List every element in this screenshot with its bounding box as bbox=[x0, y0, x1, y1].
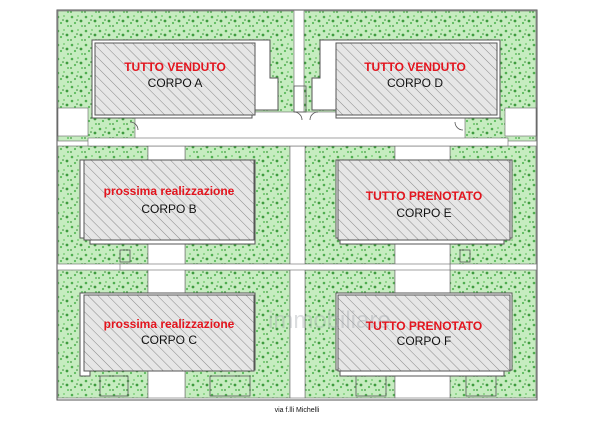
building-a-status: TUTTO VENDUTO bbox=[124, 60, 226, 74]
building-a-name: CORPO A bbox=[148, 76, 203, 90]
building-c-name: CORPO C bbox=[141, 333, 197, 347]
building-C: prossima realizzazione CORPO C bbox=[104, 317, 235, 347]
building-B: prossima realizzazione CORPO B bbox=[104, 184, 235, 216]
building-footprints bbox=[79, 39, 513, 377]
building-E: TUTTO PRENOTATO CORPO E bbox=[366, 189, 482, 220]
building-A: TUTTO VENDUTO CORPO A bbox=[124, 60, 226, 90]
building-D: TUTTO VENDUTO CORPO D bbox=[364, 60, 466, 90]
building-e-status: TUTTO PRENOTATO bbox=[366, 189, 482, 203]
building-b-name: CORPO B bbox=[141, 202, 196, 216]
street-label: via f.lli Michelli bbox=[275, 407, 320, 414]
building-f-name: CORPO F bbox=[397, 334, 452, 348]
building-e-name: CORPO E bbox=[396, 206, 451, 220]
building-d-name: CORPO D bbox=[387, 76, 443, 90]
building-d-status: TUTTO VENDUTO bbox=[364, 60, 466, 74]
building-F: TUTTO PRENOTATO CORPO F bbox=[366, 319, 482, 348]
building-b-status: prossima realizzazione bbox=[104, 184, 235, 198]
watermark: immobiliare bbox=[268, 307, 391, 334]
door-marks bbox=[99, 85, 497, 397]
building-c-status: prossima realizzazione bbox=[104, 317, 235, 331]
building-f-status: TUTTO PRENOTATO bbox=[366, 319, 482, 333]
